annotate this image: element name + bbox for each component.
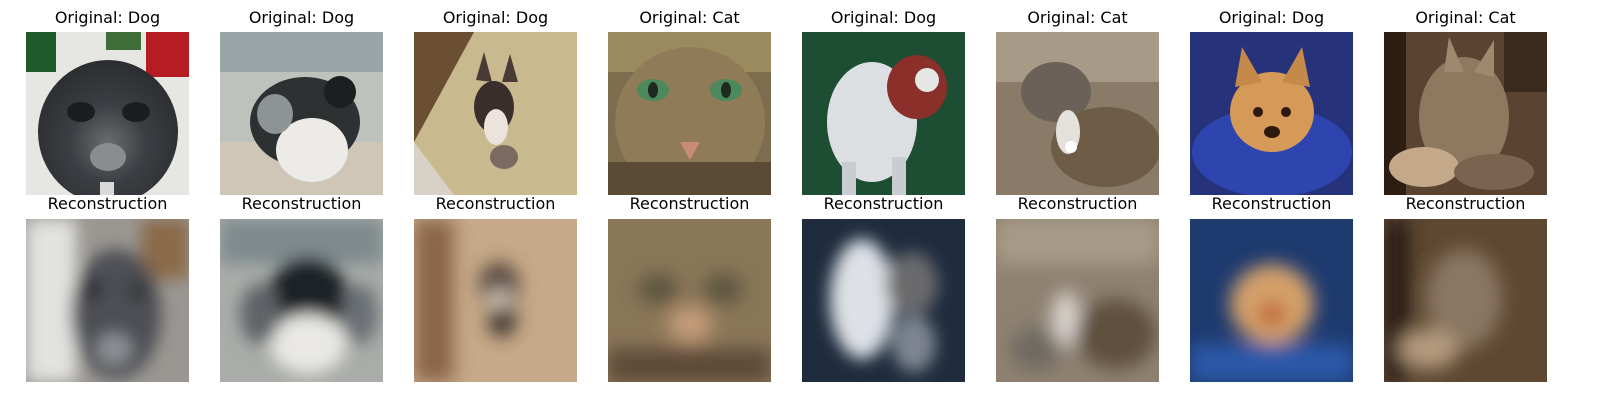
reconstruction-title: Reconstruction (47, 194, 168, 213)
reconstruction-title: Reconstruction (1211, 194, 1332, 213)
original-dog-image (802, 32, 965, 195)
original-title: Original: Cat (1027, 8, 1128, 27)
reconstruction-title: Reconstruction (435, 194, 556, 213)
original-cat-image (996, 32, 1159, 195)
reconstruction-dog-image (802, 219, 965, 382)
reconstruction-title: Reconstruction (241, 194, 362, 213)
original-title: Original: Dog (1218, 8, 1325, 27)
original-title: Original: Cat (1415, 8, 1516, 27)
reconstruction-title: Reconstruction (1405, 194, 1526, 213)
original-dog-image (1190, 32, 1353, 195)
original-cat-image (1384, 32, 1547, 195)
reconstruction-cat-image (996, 219, 1159, 382)
original-dog-image (220, 32, 383, 195)
reconstruction-dog-image (26, 219, 189, 382)
original-title: Original: Dog (442, 8, 549, 27)
reconstruction-cat-image (608, 219, 771, 382)
reconstruction-title: Reconstruction (823, 194, 944, 213)
original-cat-image (608, 32, 771, 195)
original-title: Original: Dog (830, 8, 937, 27)
reconstruction-title: Reconstruction (629, 194, 750, 213)
original-title: Original: Cat (639, 8, 740, 27)
original-title: Original: Dog (248, 8, 355, 27)
reconstruction-cat-image (1384, 219, 1547, 382)
reconstruction-dog-image (414, 219, 577, 382)
original-dog-image (26, 32, 189, 195)
reconstruction-dog-image (1190, 219, 1353, 382)
reconstruction-dog-image (220, 219, 383, 382)
reconstruction-title: Reconstruction (1017, 194, 1138, 213)
original-dog-image (414, 32, 577, 195)
original-title: Original: Dog (54, 8, 161, 27)
